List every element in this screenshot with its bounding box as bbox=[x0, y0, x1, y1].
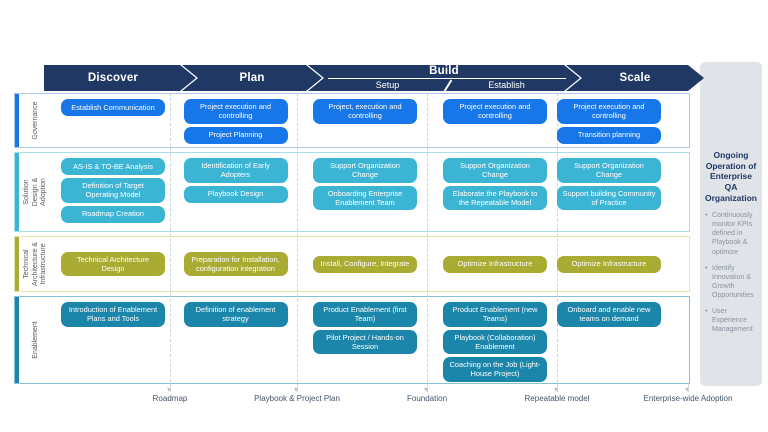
sidebar-bullet: Identify Innovation & Growth Opportuniti… bbox=[705, 264, 757, 300]
row-accent-bar bbox=[15, 94, 19, 147]
phase-column: Technical Architecture Design bbox=[55, 237, 171, 291]
task-box: Definition of enablement strategy bbox=[183, 302, 288, 327]
milestone-arrow-icon: ▾ bbox=[424, 385, 429, 394]
column-divider bbox=[688, 384, 689, 392]
column-divider bbox=[557, 93, 558, 392]
phase-label: Build bbox=[429, 65, 459, 78]
task-box: Roadmap Creation bbox=[61, 205, 165, 223]
task-box: AS-IS & TO-BE Analysis bbox=[61, 158, 165, 175]
task-box: Product Enablement (first Team) bbox=[313, 302, 417, 327]
task-box: Support building Community of Practice bbox=[557, 185, 661, 210]
row-accent-bar bbox=[15, 153, 19, 231]
milestone-arrow-icon: ▾ bbox=[294, 385, 299, 394]
phase-label: Scale bbox=[619, 72, 651, 84]
phase-column: Product Enablement (first Team)Pilot Pro… bbox=[300, 297, 430, 383]
task-box: Install, Configure, Integrate bbox=[313, 255, 417, 273]
swimlane-row: Solution Design & Adoption AS-IS & TO-BE … bbox=[14, 152, 690, 232]
milestone-label: Playbook & Project Plan bbox=[254, 394, 340, 403]
phase-arrow-scale: Scale bbox=[566, 65, 704, 91]
subphase-establish: Establish bbox=[488, 79, 525, 90]
swimlane-row: Enablement Introduction of Enablement Pla… bbox=[14, 296, 690, 384]
row-accent-bar bbox=[15, 237, 19, 291]
task-box: Pilot Project / Hands-on Session bbox=[313, 329, 417, 354]
task-box: Establish Communication bbox=[61, 99, 165, 116]
column-divider bbox=[297, 93, 298, 392]
task-box: Project Planning bbox=[183, 126, 288, 144]
milestone-label: Roadmap bbox=[152, 394, 188, 403]
swimlane-row: Technical Architecture & Infrastructure T… bbox=[14, 236, 690, 292]
phase-column: Optimize Infrastructure bbox=[543, 237, 675, 291]
milestone-arrow-icon: ▾ bbox=[685, 385, 690, 394]
task-box: Elaborate the Playbook to the Repeatable… bbox=[443, 185, 547, 210]
task-box: Optimize Infrastructure bbox=[443, 255, 547, 273]
subphase-setup: Setup bbox=[375, 79, 400, 90]
phase-label: Discover bbox=[87, 72, 139, 84]
phase-column: Definition of enablement strategy bbox=[172, 297, 299, 383]
task-box: Project execution and controlling bbox=[443, 99, 547, 124]
row-label: Solution Design & Adoption bbox=[22, 177, 48, 207]
milestone-label: Foundation bbox=[406, 394, 448, 403]
phase-column: Project execution and controlling bbox=[430, 94, 560, 147]
task-box: Coaching on the Job (Light-House Project… bbox=[443, 357, 547, 382]
phase-arrow-build: Build Setup Establish bbox=[308, 65, 580, 91]
task-box: Onboarding Enterprise Enablement Team bbox=[313, 185, 417, 210]
ongoing-operation-panel: Ongoing Operation of Enterprise QA Organ… bbox=[700, 62, 762, 386]
task-box: Preparation for Installation, configurat… bbox=[183, 251, 288, 277]
phase-column: Onboard and enable new teams on demand bbox=[543, 297, 675, 383]
task-box: Project execution and controlling bbox=[557, 99, 661, 124]
phase-column: Establish Communication bbox=[55, 94, 171, 147]
milestone-arrow-icon: ▾ bbox=[167, 385, 172, 394]
row-label: Governance bbox=[31, 101, 39, 140]
phase-column: Install, Configure, Integrate bbox=[300, 237, 430, 291]
column-divider bbox=[427, 93, 428, 392]
sidebar-bullet: Continuously monitor KPIs defined in Pla… bbox=[705, 211, 757, 256]
sidebar-bullet-list: Continuously monitor KPIs defined in Pla… bbox=[705, 211, 757, 334]
phase-arrow-plan: Plan bbox=[182, 65, 322, 91]
phase-column: Product Enablement (new Teams)Playbook (… bbox=[430, 297, 560, 383]
phase-column: Project, execution and controlling bbox=[300, 94, 430, 147]
milestone-label: Repeatable model bbox=[524, 394, 590, 403]
task-box: Transition planning bbox=[557, 126, 661, 144]
task-box: Support Organization Change bbox=[313, 158, 417, 183]
phase-column: Optimize Infrastructure bbox=[430, 237, 560, 291]
build-subphases: Setup Establish bbox=[328, 78, 566, 92]
task-box: Support Organization Change bbox=[443, 158, 547, 183]
task-box: Project, execution and controlling bbox=[313, 99, 417, 124]
row-label: Enablement bbox=[31, 321, 39, 359]
phase-column: Preparation for Installation, configurat… bbox=[172, 237, 299, 291]
task-box: Support Organization Change bbox=[557, 158, 661, 183]
task-box: Playbook Design bbox=[183, 185, 288, 203]
sidebar-bullet: User Experience Management bbox=[705, 307, 757, 334]
row-label: Technical Architecture & Infrastructure bbox=[22, 242, 48, 286]
task-box: Technical Architecture Design bbox=[61, 251, 165, 277]
milestone-label: Enterprise-wide Adoption bbox=[643, 394, 733, 403]
phase-label: Plan bbox=[239, 72, 265, 84]
task-box: Playbook (Collaboration) Enablement bbox=[443, 329, 547, 354]
milestone-arrow-icon: ▾ bbox=[554, 385, 559, 394]
task-box: Product Enablement (new Teams) bbox=[443, 302, 547, 327]
task-box: Introduction of Enablement Plans and Too… bbox=[61, 302, 165, 327]
task-box: Identification of Early Adopters bbox=[183, 158, 288, 183]
task-box: Definition of Target Operating Model bbox=[61, 178, 165, 203]
task-box: Onboard and enable new teams on demand bbox=[557, 302, 661, 327]
row-accent-bar bbox=[15, 297, 19, 383]
sidebar-title: Ongoing Operation of Enterprise QA Organ… bbox=[705, 150, 757, 203]
task-box: Project execution and controlling bbox=[183, 99, 288, 124]
column-divider bbox=[170, 93, 171, 392]
phase-arrow-discover: Discover bbox=[44, 65, 196, 91]
phase-column: Introduction of Enablement Plans and Too… bbox=[55, 297, 171, 383]
task-box: Optimize Infrastructure bbox=[557, 255, 661, 273]
